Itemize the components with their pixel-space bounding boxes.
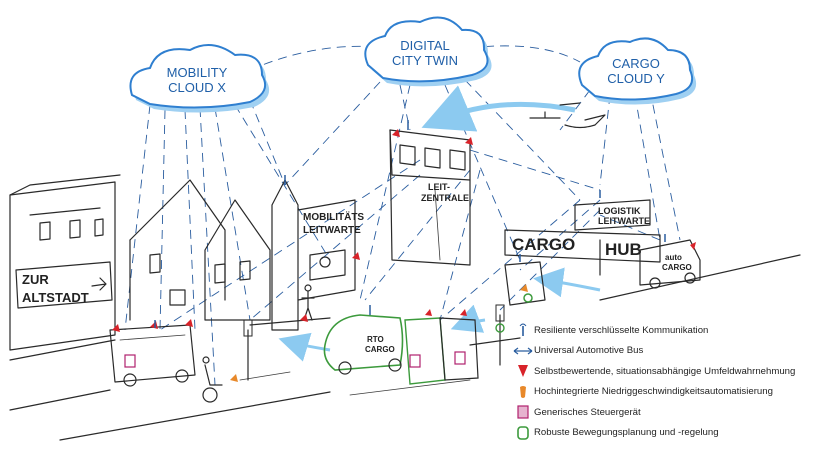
- cargo-hub-line1: CARGO: [512, 235, 575, 254]
- cargo-hub-line2: HUB: [605, 240, 642, 259]
- traffic-lights: [243, 304, 505, 381]
- cargo-hub: LOGISTIK LEITWARTE CARGO HUB: [504, 199, 661, 276]
- leitzentrale-line2: ZENTRALE: [421, 193, 469, 203]
- movement-arrows: [278, 85, 601, 362]
- cloud-mobility-line2: CLOUD X: [168, 80, 226, 95]
- legend-item-bus: Universal Automotive Bus: [512, 341, 820, 362]
- mobility-control-room: MOBILITÄTS LEITWARTE: [271, 179, 364, 331]
- bus-line-icon: [513, 347, 533, 355]
- legend-item-perception: Selbstbewertende, situationsabhängige Um…: [512, 361, 820, 382]
- legend-text-communication: Resiliente verschlüsselte Kommunikation: [534, 324, 709, 336]
- cloud-mobility-line1: MOBILITY: [167, 65, 228, 80]
- auto-cargo-line2: CARGO: [662, 263, 692, 272]
- mobilitaets-line1: MOBILITÄTS: [303, 210, 364, 223]
- rto-cargo-vehicle: RTO CARGO: [323, 314, 404, 375]
- legend-item-motion: Robuste Bewegungsplanung und -regelung: [512, 423, 820, 444]
- legend-text-automation: Hochintegrierte Niedriggeschwindigkeitsa…: [534, 386, 773, 398]
- orange-sensor-icon: [520, 385, 526, 398]
- legend-item-communication: Resiliente verschlüsselte Kommunikation: [512, 320, 820, 341]
- legend-text-bus: Universal Automotive Bus: [534, 345, 644, 357]
- drones: [529, 102, 606, 129]
- small-cargo-pod: [504, 261, 546, 306]
- cloud-cargo-line2: CLOUD Y: [607, 71, 665, 86]
- cloud-mobility: MOBILITY CLOUD X: [129, 44, 270, 113]
- legend-item-automation: Hochintegrierte Niedriggeschwindigkeitsa…: [512, 382, 820, 403]
- logistik-line1: LOGISTIK: [598, 206, 641, 216]
- legend-item-control-unit: Generisches Steuergerät: [512, 402, 820, 423]
- legend-text-motion: Robuste Bewegungsplanung und -regelung: [534, 427, 719, 439]
- central-control-tower: LEIT- ZENTRALE: [389, 129, 471, 266]
- altstadt-line2: ALTSTADT: [22, 290, 89, 305]
- autonomous-bus: [109, 319, 196, 387]
- control-unit-icon: [517, 405, 529, 419]
- cloud-twin-line2: CITY TWIN: [392, 53, 458, 68]
- building-left: ZUR ALTSTADT: [9, 174, 121, 351]
- legend-text-perception: Selbstbewertende, situationsabhängige Um…: [534, 365, 796, 377]
- cloud-cargo-line1: CARGO: [612, 56, 660, 71]
- motion-control-icon: [517, 425, 529, 440]
- rto-cargo-line1: RTO: [367, 335, 384, 344]
- antennas: [154, 120, 666, 328]
- auto-cargo-line1: auto: [665, 253, 682, 262]
- mobilitaets-line2: LEITWARTE: [303, 225, 361, 236]
- cloud-cargo: CARGO CLOUD Y: [578, 37, 697, 105]
- legend: Resiliente verschlüsselte Kommunikation …: [512, 320, 820, 443]
- logistik-line2: LEITWARTE: [598, 216, 650, 226]
- cloud-twin-line1: DIGITAL: [400, 38, 450, 53]
- cloud-digital-twin: DIGITAL CITY TWIN: [364, 16, 492, 87]
- altstadt-line1: ZUR: [22, 272, 49, 287]
- auto-cargo-van: auto CARGO: [639, 239, 701, 289]
- building-sensors: [230, 129, 528, 382]
- pedestrian: [301, 284, 315, 321]
- delivery-pods: [404, 309, 479, 385]
- houses-middle: [129, 179, 271, 321]
- rto-cargo-line2: CARGO: [365, 345, 395, 354]
- red-sensor-icon: [518, 365, 528, 378]
- legend-text-control-unit: Generisches Steuergerät: [534, 406, 641, 418]
- wheelchair-user: [202, 356, 223, 403]
- antenna-icon: [519, 323, 527, 337]
- leitzentrale-line1: LEIT-: [428, 182, 450, 192]
